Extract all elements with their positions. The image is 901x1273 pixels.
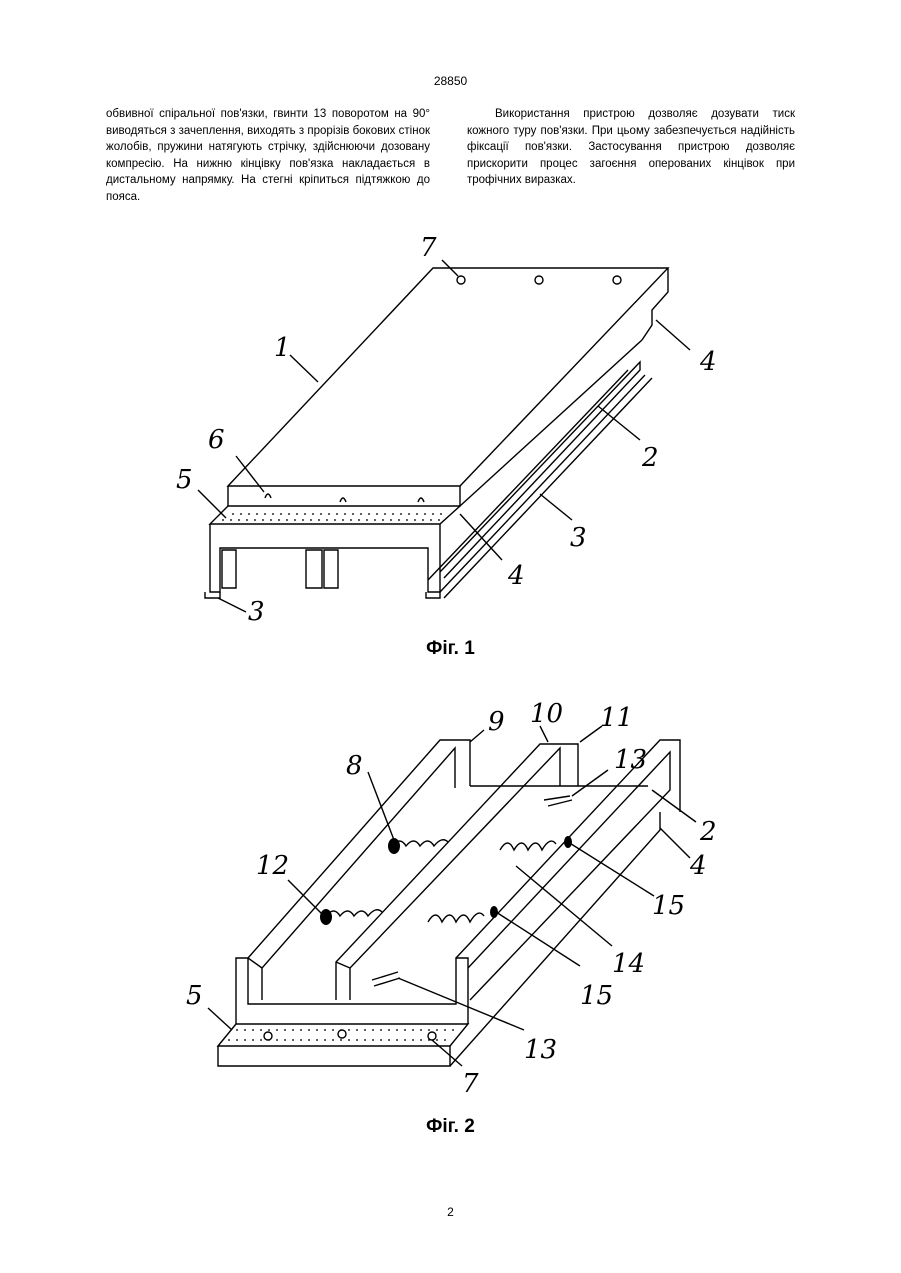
fig2-label-13b: 13 — [524, 1035, 557, 1065]
fig2-label-15a: 15 — [652, 891, 685, 921]
fig2-body — [208, 726, 696, 1066]
figure-2-caption: Фіг. 2 — [0, 1116, 901, 1138]
fig2-label-5: 5 — [186, 981, 203, 1011]
patent-number: 28850 — [0, 74, 901, 88]
fig2-label-10: 10 — [530, 699, 563, 729]
fig2-label-4: 4 — [689, 851, 707, 881]
figure-1-caption: Фіг. 1 — [0, 638, 901, 660]
page-number: 2 — [0, 1205, 901, 1219]
fig2-label-13a: 13 — [614, 745, 647, 775]
fig1-label-4b: 4 — [507, 561, 525, 591]
figure-1-drawing: 7 1 4 2 3 6 5 4 3 — [0, 215, 901, 625]
fig2-label-9: 9 — [488, 707, 505, 737]
fig1-label-3: 3 — [570, 523, 587, 553]
fig1-label-5: 5 — [176, 465, 193, 495]
text-column-left: обвивної спіральної пов'язки, гвинти 13 … — [106, 106, 430, 205]
fig2-label-8: 8 — [346, 751, 363, 781]
fig1-label-3b: 3 — [248, 597, 265, 625]
fig1-body — [198, 260, 690, 612]
fig1-label-7: 7 — [420, 233, 437, 263]
fig2-label-2: 2 — [699, 817, 717, 847]
fig2-label-15b: 15 — [580, 981, 613, 1011]
fig2-label-7: 7 — [462, 1069, 479, 1099]
fig2-label-14: 14 — [612, 949, 645, 979]
fig2-label-12: 12 — [256, 851, 289, 881]
fig1-label-1: 1 — [274, 333, 291, 363]
fig2-label-11: 11 — [600, 703, 633, 733]
figure-2-drawing: 9 10 11 8 13 2 4 12 15 14 15 5 13 7 — [0, 690, 901, 1100]
text-column-right: Використання пристрою дозволяє дозувати … — [467, 106, 795, 189]
fig1-label-4: 4 — [699, 347, 717, 377]
fig1-label-2: 2 — [641, 443, 659, 473]
paragraph-right: Використання пристрою дозволяє дозувати … — [467, 106, 795, 189]
fig1-label-6: 6 — [208, 425, 225, 455]
paragraph-left: обвивної спіральної пов'язки, гвинти 13 … — [106, 106, 430, 205]
